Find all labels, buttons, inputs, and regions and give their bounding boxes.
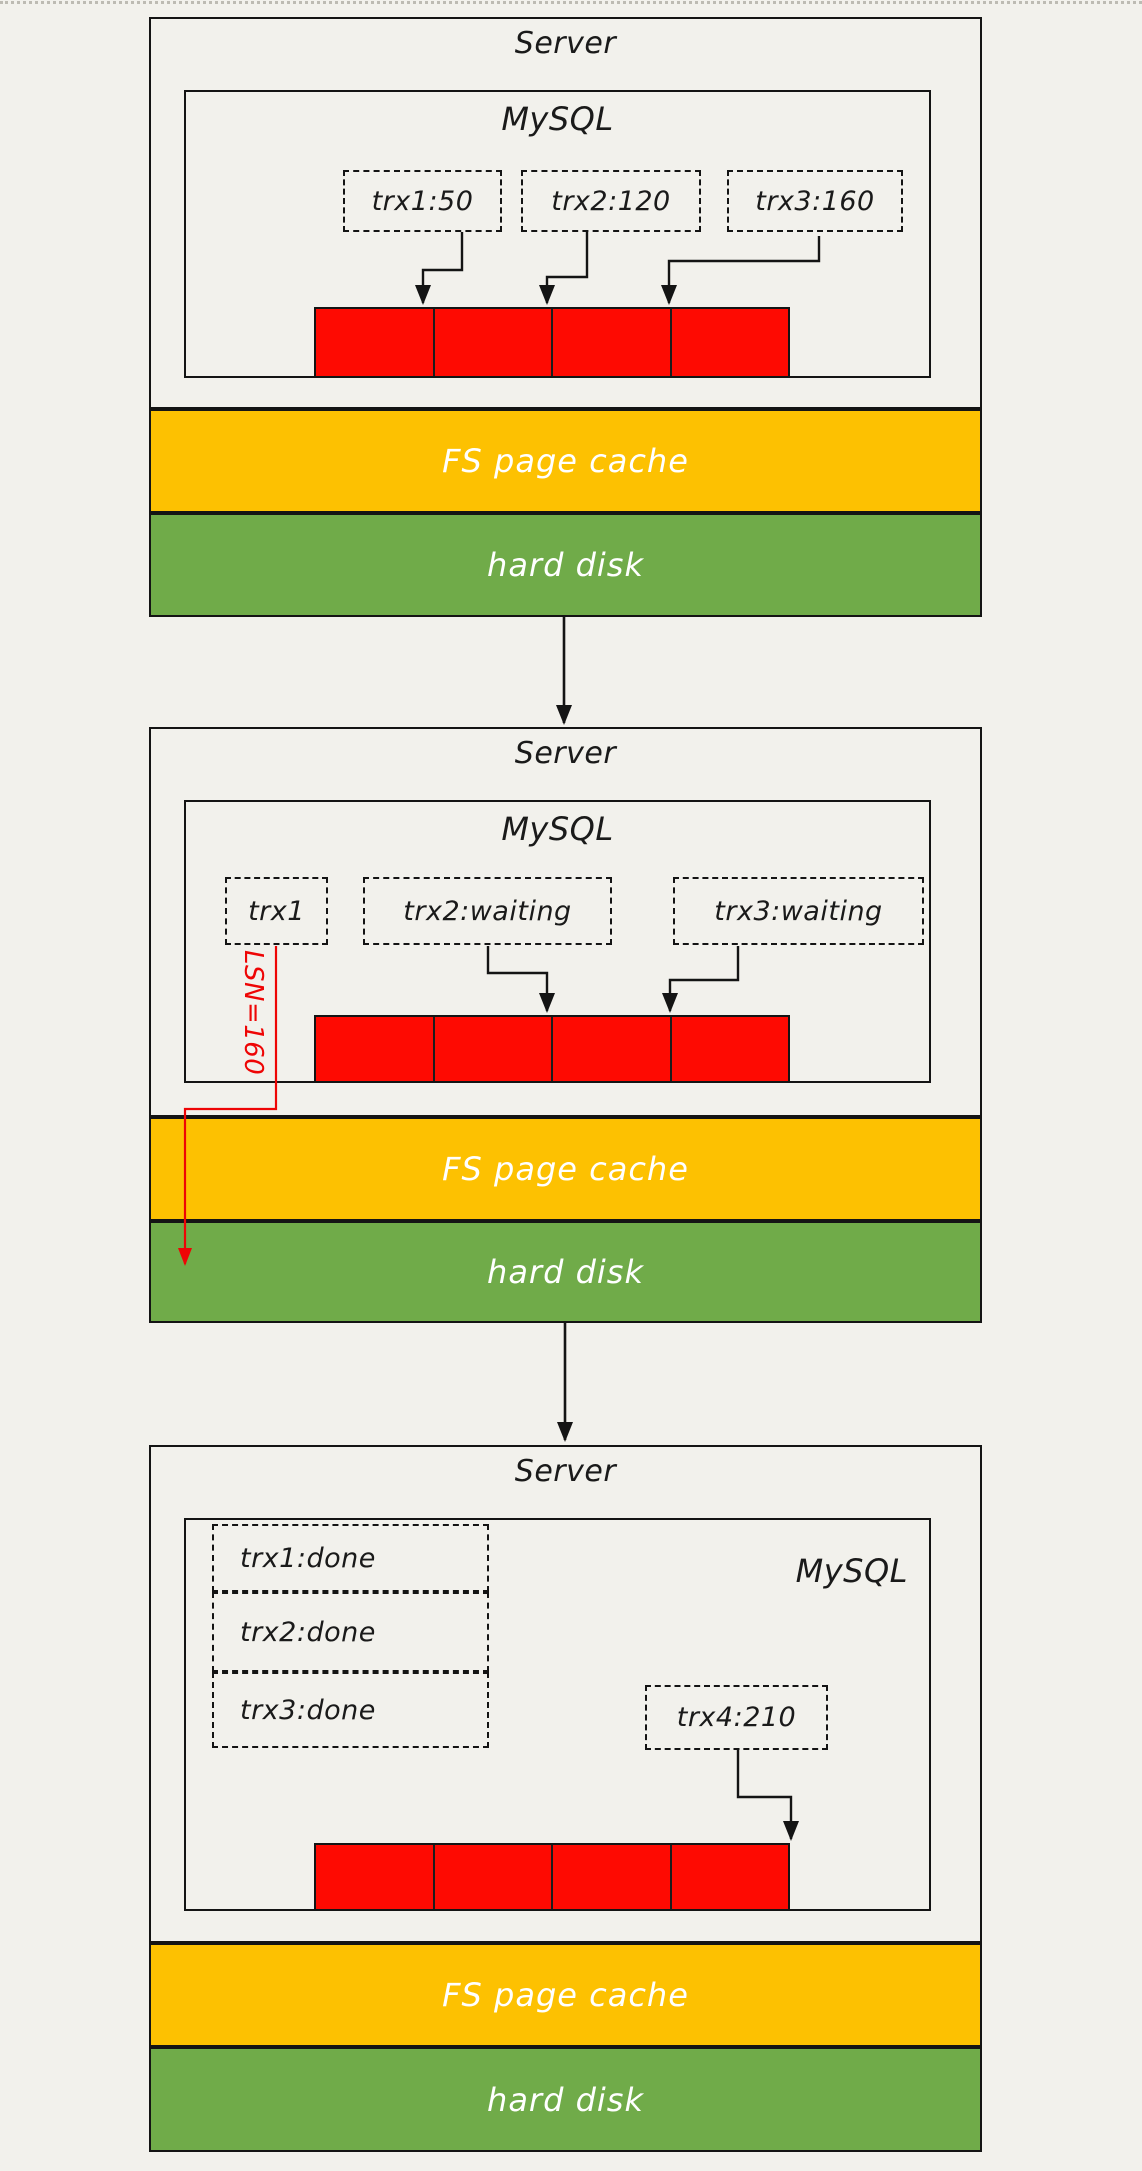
log-buffer-segment (553, 1845, 672, 1909)
trx-label: trx2:waiting (403, 895, 572, 927)
log-buffer-segment (435, 1845, 553, 1909)
fs-page-cache-label: FS page cache (442, 1976, 689, 2014)
trx-label: trx3:done (240, 1694, 376, 1726)
log-buffer-segment (316, 309, 435, 376)
trx-box: trx1:done (212, 1524, 489, 1592)
mysql-label: MySQL (795, 1552, 908, 1590)
fs-page-cache-label: FS page cache (442, 442, 689, 480)
log-buffer-segment (672, 309, 789, 376)
log-buffer-segment (435, 1017, 553, 1081)
fs-page-cache-bar: FS page cache (149, 409, 982, 513)
hard-disk-label: hard disk (487, 546, 644, 584)
trx-label: trx2:120 (551, 185, 671, 217)
hard-disk-label: hard disk (487, 1253, 644, 1291)
trx-box: trx2:waiting (363, 877, 612, 945)
log-buffer-segment (553, 1017, 672, 1081)
server-label: Server (514, 1454, 617, 1489)
fs-page-cache-bar: FS page cache (149, 1117, 982, 1221)
log-buffer-segment (435, 309, 553, 376)
log-buffer-segment (672, 1017, 789, 1081)
trx-box: trx3:waiting (673, 877, 924, 945)
server-label: Server (514, 26, 617, 61)
trx-box: trx4:210 (645, 1685, 828, 1750)
trx-label: trx2:done (240, 1616, 376, 1648)
lsn-label: LSN=160 (238, 950, 268, 1076)
trx-box: trx3:done (212, 1672, 489, 1748)
trx-label: trx4:210 (676, 1702, 797, 1733)
trx-box: trx2:done (212, 1592, 489, 1672)
redo-log-buffer (314, 1015, 790, 1083)
fs-page-cache-label: FS page cache (442, 1150, 689, 1188)
redo-log-buffer (314, 307, 790, 378)
mysql-label: MySQL (501, 100, 614, 138)
hard-disk-label: hard disk (487, 2080, 644, 2119)
trx-box: trx1:50 (343, 170, 502, 232)
cropped-dashed-edge (0, 1, 1142, 4)
hard-disk-bar: hard disk (149, 513, 982, 617)
log-buffer-segment (316, 1845, 435, 1909)
trx-label: trx1:50 (371, 185, 474, 217)
trx-label: trx1:done (240, 1542, 376, 1574)
trx-label: trx1 (248, 895, 305, 927)
trx-label: trx3:waiting (714, 895, 883, 927)
log-buffer-segment (316, 1017, 435, 1081)
hard-disk-bar: hard disk (149, 1221, 982, 1323)
trx-box: trx2:120 (521, 170, 701, 232)
trx-box: trx1 (225, 877, 328, 945)
mysql-label: MySQL (501, 810, 614, 848)
trx-box: trx3:160 (727, 170, 903, 232)
server-label: Server (514, 736, 617, 771)
fs-page-cache-bar: FS page cache (149, 1943, 982, 2047)
log-buffer-segment (672, 1845, 789, 1909)
log-buffer-segment (553, 309, 672, 376)
hard-disk-bar: hard disk (149, 2047, 982, 2152)
trx-label: trx3:160 (755, 185, 875, 217)
redo-log-buffer (314, 1843, 790, 1911)
